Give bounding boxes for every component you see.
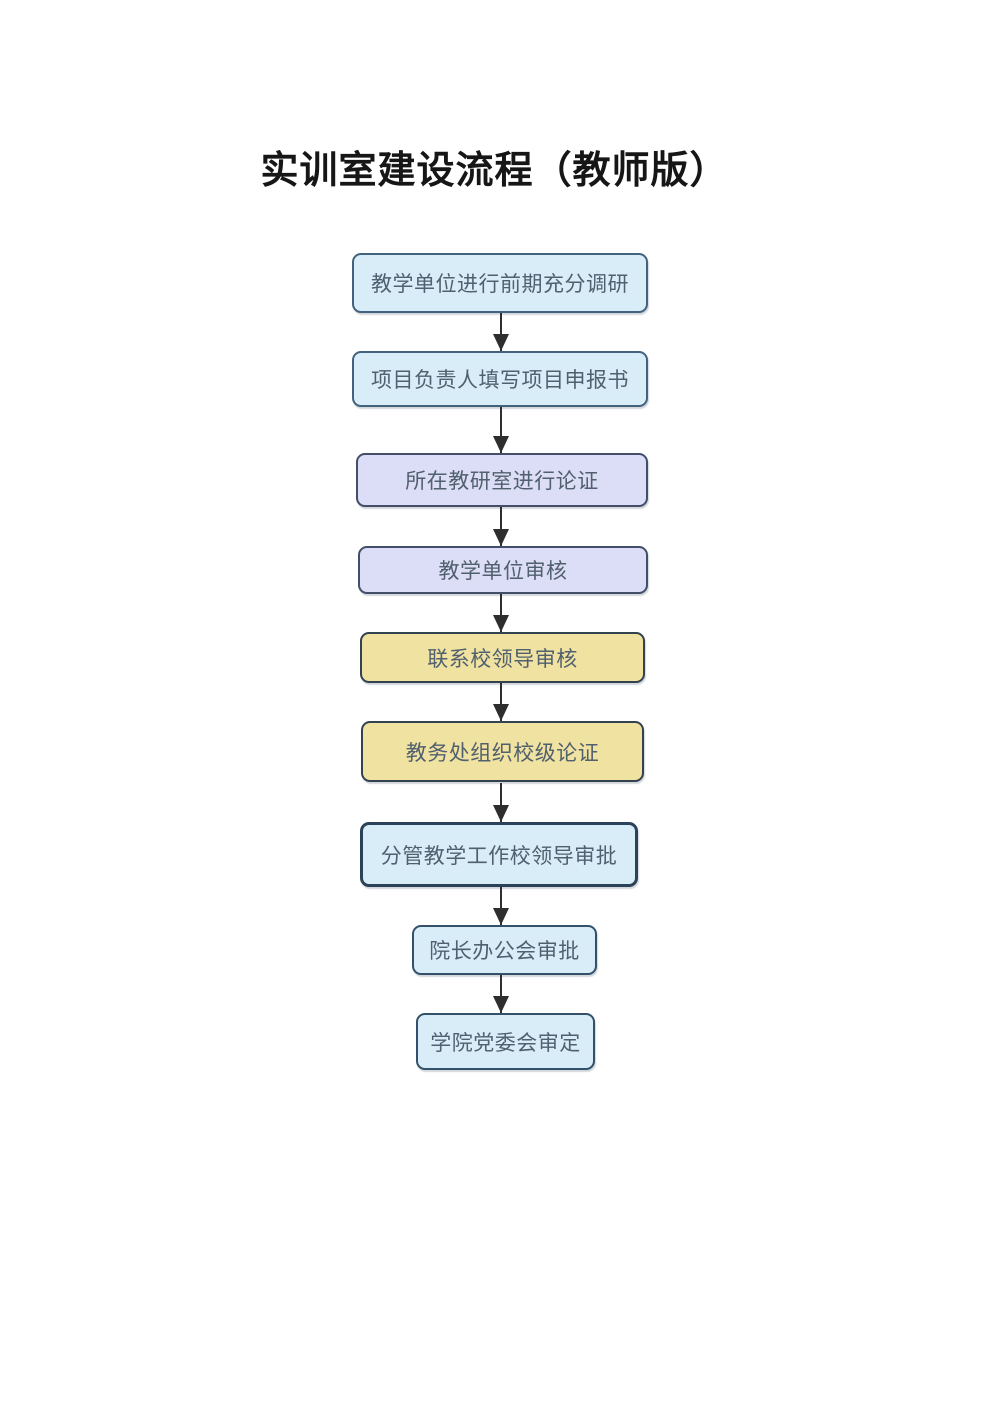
arrow-down-icon <box>492 887 510 925</box>
flow-step-8-label: 院长办公会审批 <box>429 940 580 963</box>
flow-step-1: 教学单位进行前期充分调研 <box>352 253 648 313</box>
flow-step-9-label: 学院党委会审定 <box>430 1031 581 1055</box>
flow-step-6-label: 教务处组织校级论证 <box>405 741 600 765</box>
flow-step-3: 所在教研室进行论证 <box>356 453 648 507</box>
flow-step-4-label: 教学单位审核 <box>438 560 568 583</box>
flow-step-8: 院长办公会审批 <box>412 925 597 975</box>
flow-step-5-label: 联系校领导审核 <box>427 647 578 671</box>
arrow-down-icon <box>492 507 510 546</box>
page-title: 实训室建设流程（教师版） <box>260 150 729 192</box>
flow-step-7: 分管教学工作校领导审批 <box>360 822 638 887</box>
arrow-down-icon <box>492 594 510 632</box>
arrow-down-icon <box>492 407 510 453</box>
flow-step-4: 教学单位审核 <box>358 546 648 594</box>
flow-step-2: 项目负责人填写项目申报书 <box>352 351 648 407</box>
flow-step-3-label: 所在教研室进行论证 <box>405 470 599 493</box>
arrow-down-icon <box>492 683 510 721</box>
flow-step-1-label: 教学单位进行前期充分调研 <box>371 273 629 296</box>
flow-step-6: 教务处组织校级论证 <box>361 721 644 782</box>
flow-step-9: 学院党委会审定 <box>416 1013 595 1070</box>
flow-step-2-label: 项目负责人填写项目申报书 <box>371 369 629 392</box>
flow-step-7-label: 分管教学工作校领导审批 <box>380 844 618 868</box>
flow-step-5: 联系校领导审核 <box>360 632 645 683</box>
arrow-down-icon <box>492 783 510 822</box>
arrow-down-icon <box>492 313 510 351</box>
arrow-down-icon <box>492 975 510 1013</box>
